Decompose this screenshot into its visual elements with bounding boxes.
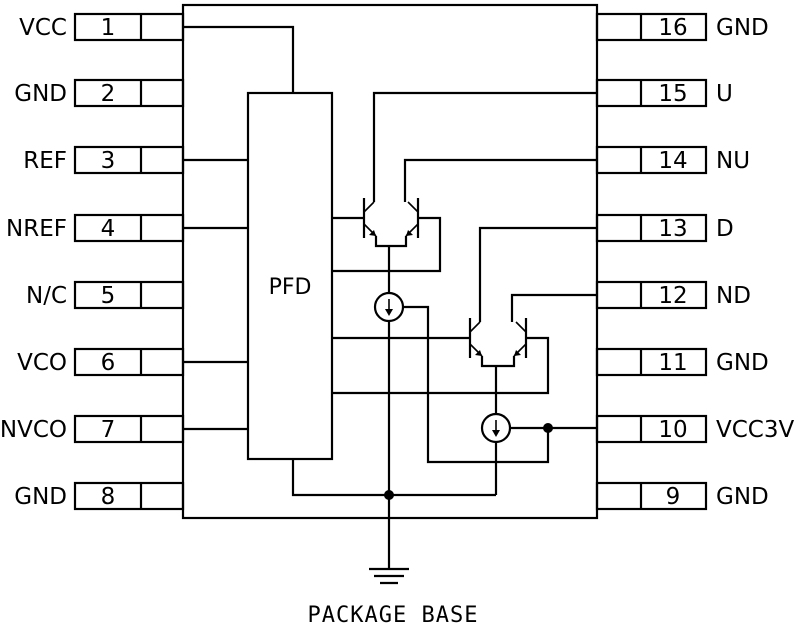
pin-15: 15 U	[595, 78, 733, 108]
pin-number: 1	[101, 15, 116, 41]
pin-13: 13 D	[595, 213, 734, 243]
pin-box	[73, 213, 185, 243]
pin-box	[595, 12, 708, 42]
pin-box	[73, 12, 185, 42]
pin-number: 2	[101, 81, 116, 107]
pin-11: 11 GND	[595, 347, 769, 377]
pin-4: 4 NREF	[6, 213, 185, 243]
pin-box	[595, 213, 708, 243]
pin-label: ND	[716, 283, 751, 309]
pin-number: 3	[101, 148, 116, 174]
pfd-label: PFD	[269, 275, 312, 300]
current-source-lower	[480, 412, 512, 444]
pin-number: 13	[658, 216, 687, 242]
pin-label: GND	[14, 81, 67, 107]
pin-box	[595, 145, 708, 175]
pin-box	[73, 78, 185, 108]
pin-9: 9 GND	[595, 481, 769, 511]
wire-u	[372, 91, 597, 202]
pin-label: VCC3V	[716, 417, 794, 443]
pin-box	[595, 414, 708, 444]
junction-vcc3v	[543, 423, 553, 433]
pin-label: NVCO	[0, 417, 67, 443]
pin-number: 9	[666, 484, 681, 510]
pin-box	[73, 347, 185, 377]
pin-number: 12	[658, 283, 687, 309]
wire-ground-bus	[291, 459, 496, 497]
transistor-pair-lower	[468, 318, 528, 358]
pin-8: 8 GND	[14, 481, 185, 511]
pin-label: VCO	[17, 350, 67, 376]
pin-3: 3 REF	[23, 145, 185, 175]
pin-10: 10 VCC3V	[595, 414, 794, 444]
pin-label: GND	[14, 484, 67, 510]
pin-5: 5 N/C	[26, 280, 185, 310]
pin-label: GND	[716, 350, 769, 376]
pin-box	[595, 78, 708, 108]
pin-1: 1 VCC	[19, 12, 185, 42]
pin-label: GND	[716, 484, 769, 510]
current-source-upper	[373, 291, 405, 323]
wire-vcc-pfd	[183, 25, 295, 93]
pin-label: REF	[23, 148, 67, 174]
pin-16: 16 GND	[595, 12, 769, 42]
pin-label: VCC	[19, 15, 67, 41]
pin-label: NU	[716, 148, 750, 174]
pin-number: 14	[658, 148, 687, 174]
pin-box	[73, 481, 185, 511]
pin-box	[73, 414, 185, 444]
pin-2: 2 GND	[14, 78, 185, 108]
pin-14: 14 NU	[595, 145, 750, 175]
pin-box	[595, 347, 708, 377]
pin-number: 6	[101, 350, 116, 376]
pin-box	[73, 280, 185, 310]
pin-12: 12 ND	[595, 280, 751, 310]
pin-label: N/C	[26, 283, 67, 309]
pin-label: GND	[716, 15, 769, 41]
pin-number: 8	[101, 484, 116, 510]
pin-label: D	[716, 216, 734, 242]
pfd-block	[246, 91, 334, 461]
pin-number: 10	[658, 417, 687, 443]
wire-nu	[403, 158, 597, 202]
wire-nd	[510, 293, 597, 322]
pin-label: U	[716, 81, 733, 107]
pin-box	[73, 145, 185, 175]
pin-box	[595, 280, 708, 310]
pin-number: 11	[658, 350, 687, 376]
pin-7: 7 NVCO	[0, 414, 185, 444]
pin-number: 4	[101, 216, 116, 242]
package-base-label: PACKAGE BASE	[308, 603, 479, 627]
pin-label: NREF	[6, 216, 67, 242]
pin-box	[595, 481, 708, 511]
pin-number: 16	[658, 15, 687, 41]
pin-number: 5	[101, 283, 116, 309]
pin-6: 6 VCO	[17, 347, 185, 377]
pin-number: 7	[101, 417, 116, 443]
ground-symbol	[369, 567, 409, 585]
transistor-pair-upper	[362, 198, 420, 238]
pin-number: 15	[658, 81, 687, 107]
wire-d	[478, 226, 597, 322]
